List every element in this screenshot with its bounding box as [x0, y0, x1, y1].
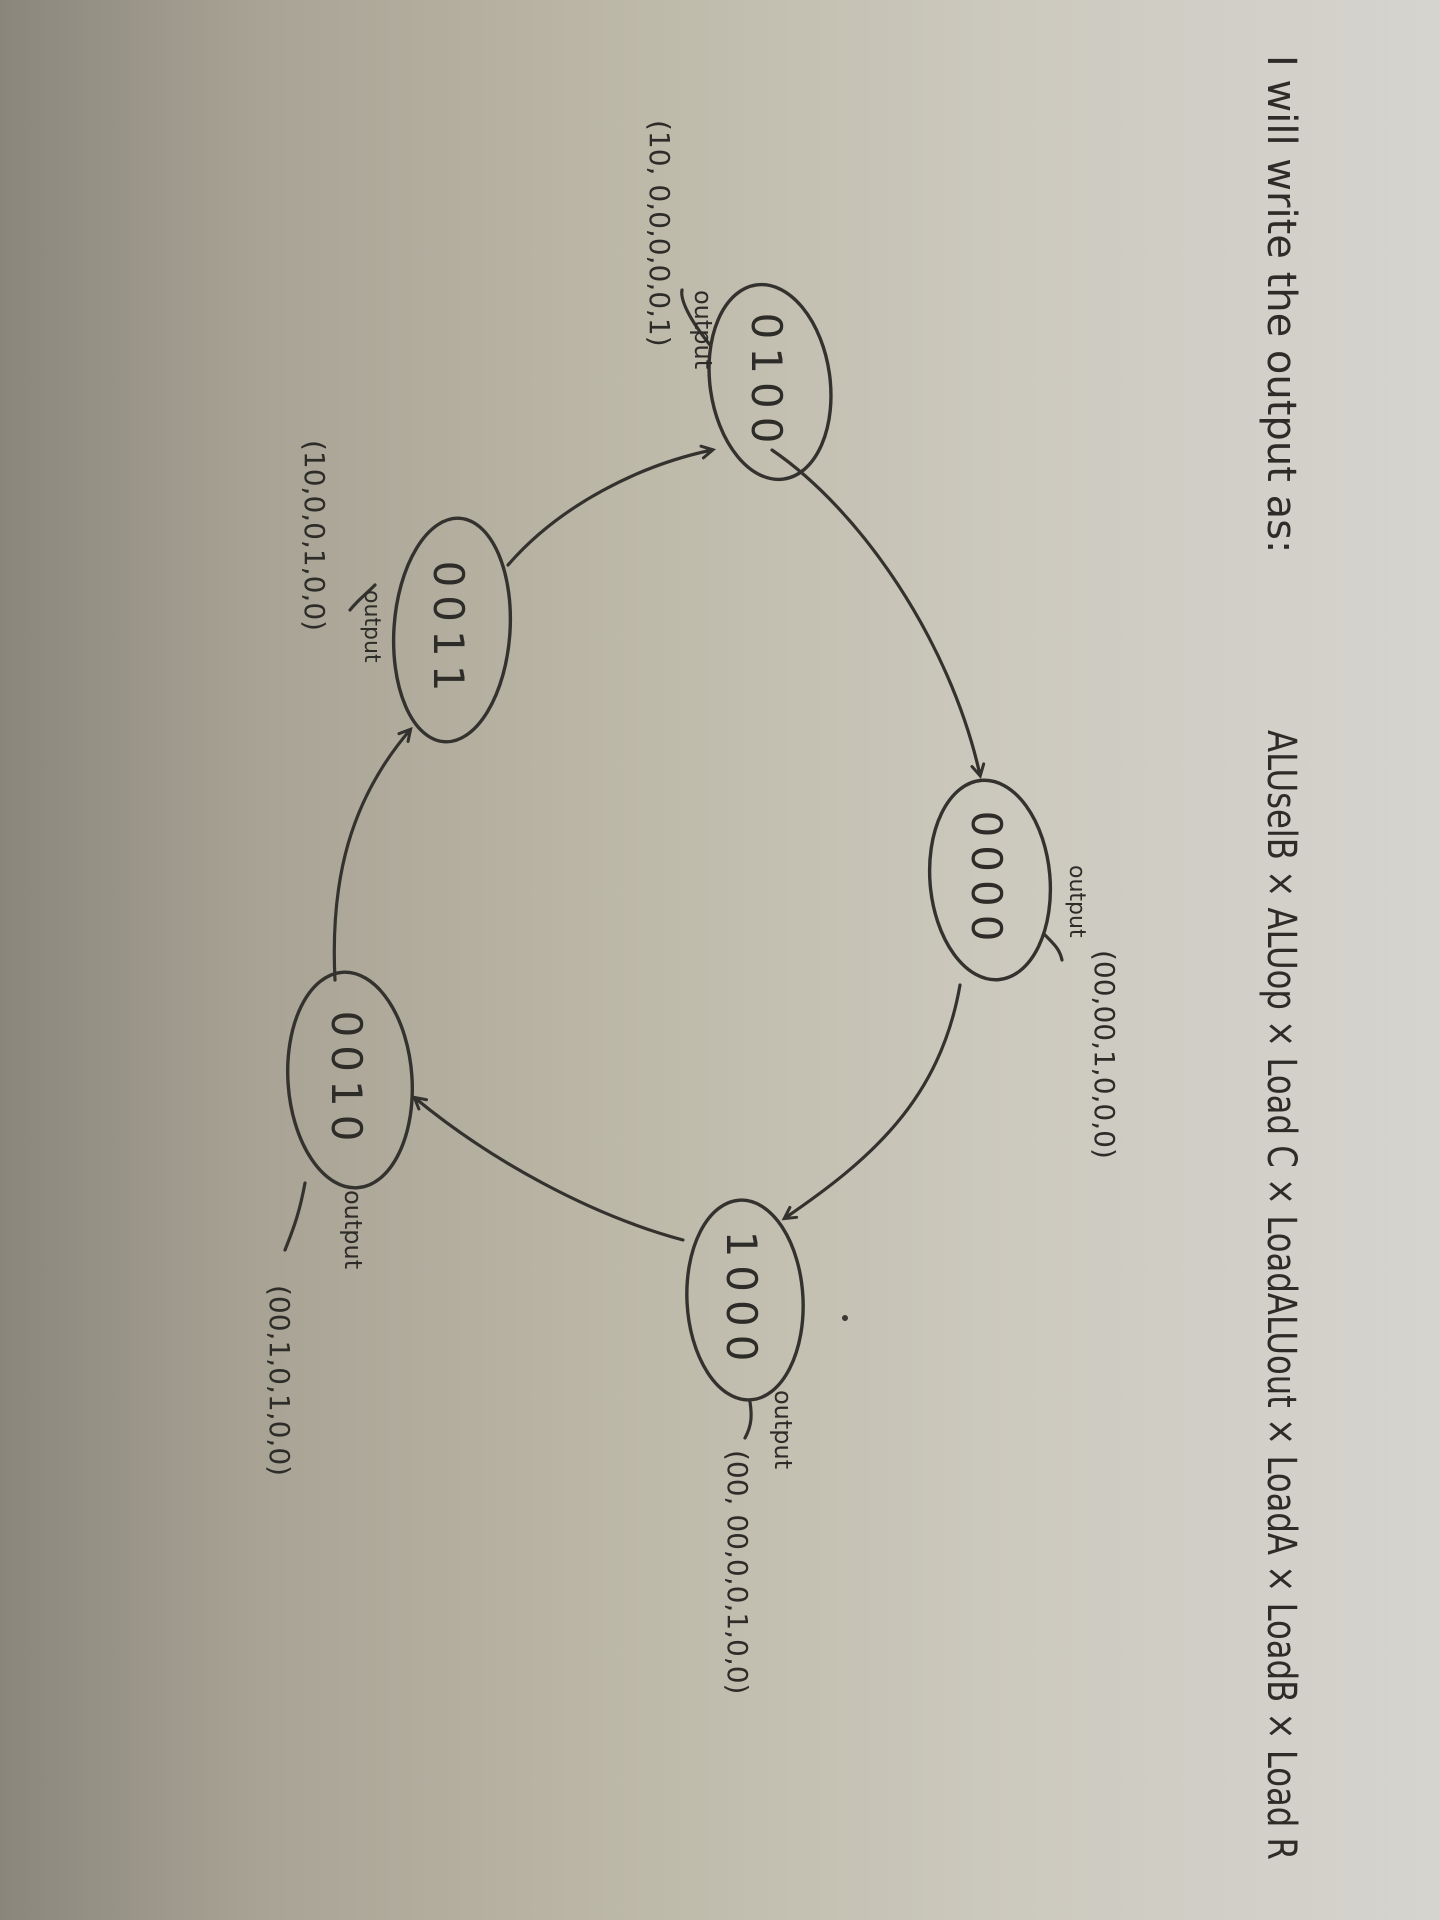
output-pointer — [283, 1181, 307, 1252]
state-0010: 0010 output (00,1,0,1,0,0) — [263, 970, 415, 1476]
output-tuple: (00,1,0,1,0,0) — [263, 1285, 296, 1476]
output-tuple: (00, 00,0,0,1,0,0) — [721, 1450, 754, 1694]
edge-0000-to-1000 — [785, 983, 962, 1218]
state-code: 0010 — [322, 1011, 371, 1150]
state-1000: 1000 output (00, 00,0,0,1,0,0) — [685, 1198, 805, 1694]
state-ellipse — [685, 1198, 805, 1402]
output-pointer — [680, 288, 712, 347]
header-intro-group: I will write the output as: — [1258, 55, 1304, 553]
state-ellipse — [707, 282, 833, 482]
header-intro: I will write the output as: — [1258, 55, 1304, 553]
state-ellipse — [285, 970, 415, 1190]
output-label: output — [359, 590, 384, 663]
state-code: 0000 — [962, 811, 1011, 950]
edge-0100-to-0000 — [770, 448, 980, 775]
state-ellipse — [927, 778, 1053, 982]
state-0000: 0000 output (00,00,1,0,0,0) — [927, 778, 1121, 1159]
header-signals-group: ALUselB × ALUop × Load C × LoadALUout × … — [1258, 730, 1304, 1860]
state-code: 0100 — [742, 313, 791, 452]
output-label: output — [689, 290, 717, 369]
output-label: output — [1064, 865, 1089, 938]
output-pointer — [743, 1400, 753, 1440]
edge-0010-to-0011 — [332, 730, 410, 982]
edge-0011-to-0100 — [506, 450, 712, 567]
state-0100: 0100 output (10, 0,0,0,0,0,1) — [643, 120, 833, 482]
state-0011: 0011 output (10,0,0,1,0,0) — [298, 440, 513, 744]
output-tuple: (10,0,0,1,0,0) — [298, 440, 331, 631]
output-pointer — [1043, 933, 1064, 962]
output-label: output — [769, 1390, 797, 1469]
header-signals: ALUselB × ALUop × Load C × LoadALUout × … — [1258, 730, 1304, 1860]
output-tuple: (00,00,1,0,0,0) — [1088, 950, 1121, 1159]
edge-1000-to-0010 — [415, 1098, 685, 1242]
pencil-dot — [842, 1315, 848, 1321]
state-code: 1000 — [717, 1231, 766, 1370]
output-label: output — [339, 1190, 367, 1269]
transition-edges — [332, 448, 980, 1242]
output-pointer — [348, 583, 377, 612]
state-ellipse — [391, 516, 513, 744]
state-code: 0011 — [424, 561, 473, 700]
output-tuple: (10, 0,0,0,0,0,1) — [643, 120, 676, 347]
